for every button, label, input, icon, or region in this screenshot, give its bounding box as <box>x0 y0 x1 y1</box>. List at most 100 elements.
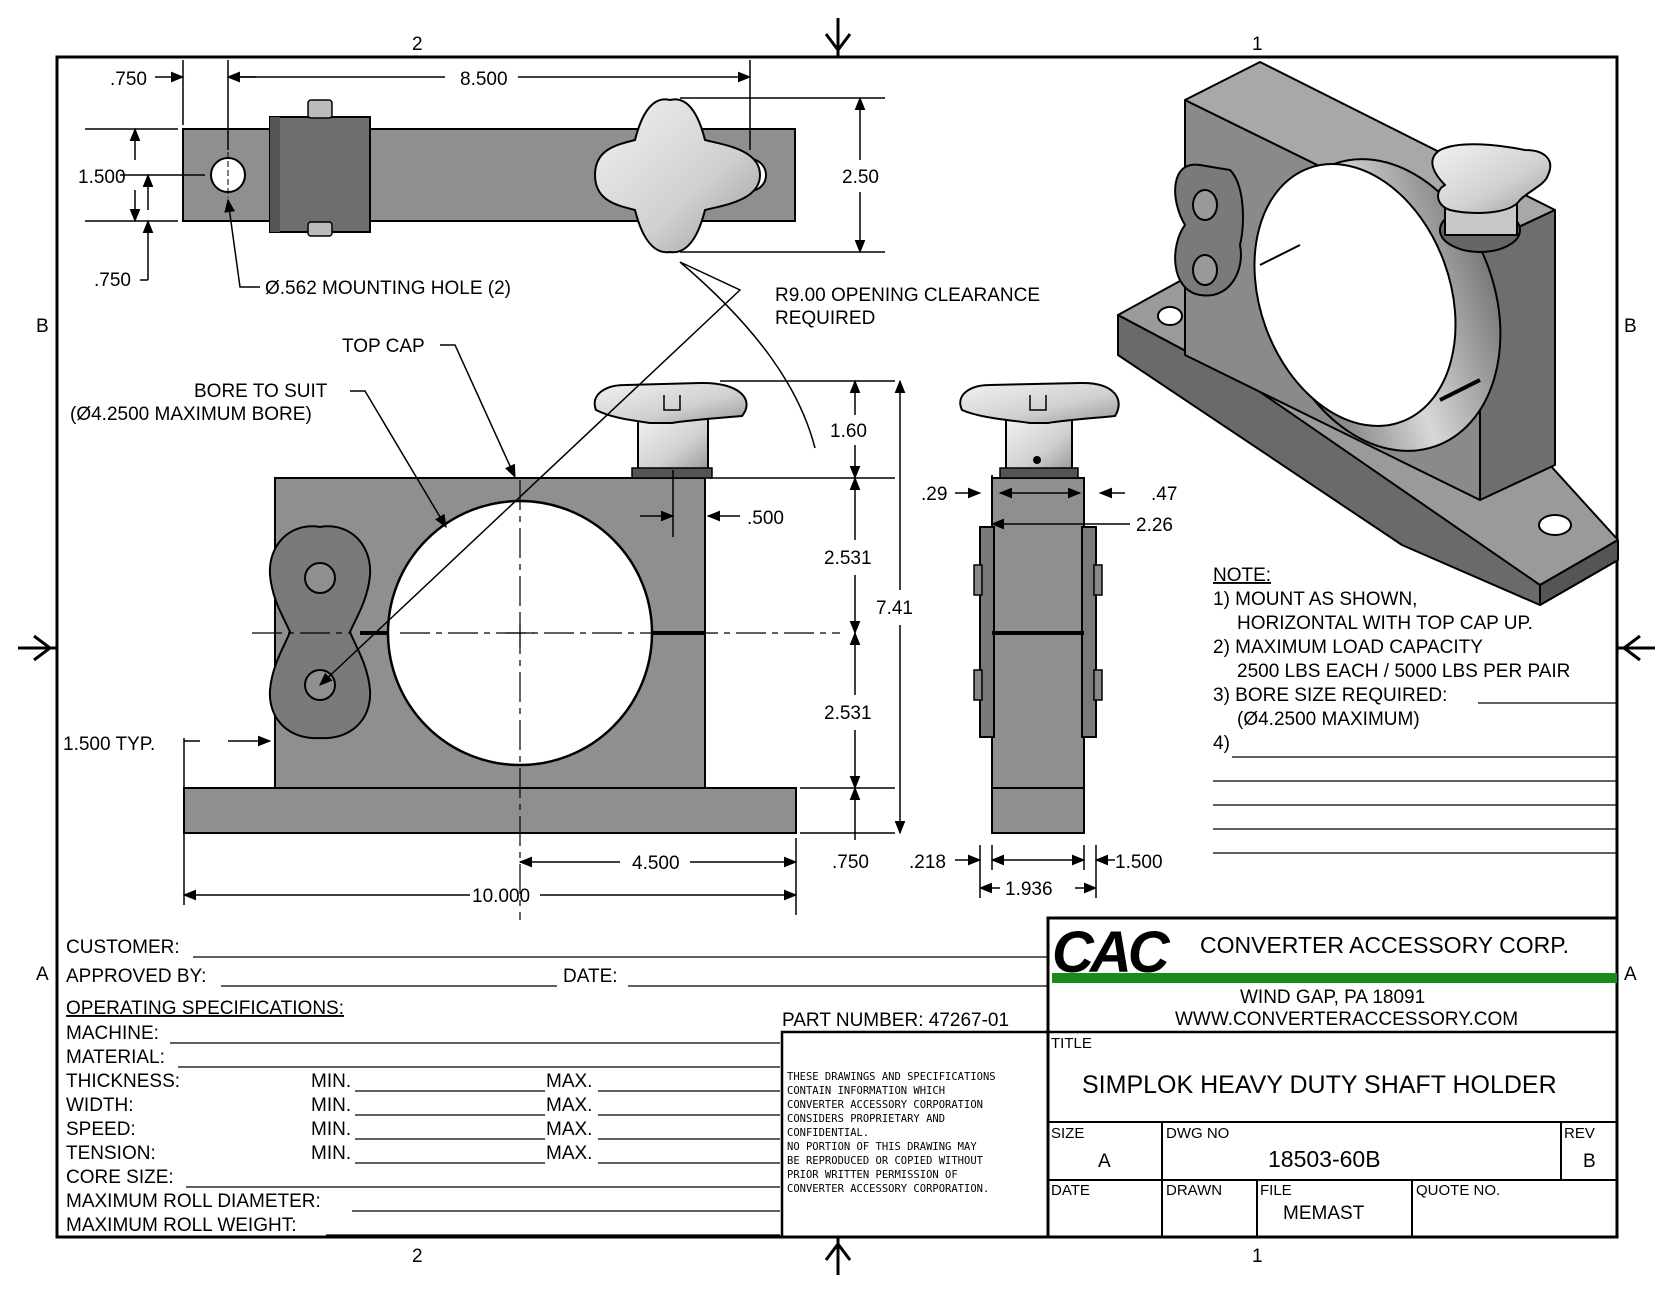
title-label: TITLE <box>1051 1035 1092 1052</box>
centering-mark-right <box>1617 634 1655 662</box>
form-label: CUSTOMER: <box>66 937 180 958</box>
dim-label: 2.531 <box>824 548 872 569</box>
dim-label: .500 <box>747 508 784 529</box>
company-name: CONVERTER ACCESSORY CORP. <box>1200 932 1569 958</box>
dim-label: 4.500 <box>632 853 680 874</box>
notes-title: NOTE: <box>1213 565 1271 586</box>
centering-mark-top <box>824 18 852 57</box>
zone-label: 1 <box>1252 1246 1263 1267</box>
dim-label: .47 <box>1151 484 1177 505</box>
size-value: A <box>1098 1151 1111 1172</box>
form-label: MAXIMUM ROLL WEIGHT: <box>66 1215 296 1236</box>
knob-front-icon <box>593 381 748 424</box>
zone-label: 1 <box>1252 34 1263 55</box>
rev-label: REV <box>1564 1125 1595 1142</box>
confidential-text: THESE DRAWINGS AND SPECIFICATIONS CONTAI… <box>787 1071 996 1195</box>
form-label: APPROVED BY: <box>66 966 206 987</box>
form-label: MAX. <box>546 1119 592 1140</box>
form-label: MIN. <box>311 1143 351 1164</box>
opening-clearance-callout: REQUIRED <box>775 308 875 329</box>
company-address: WIND GAP, PA 18091 <box>1240 987 1425 1008</box>
zone-label: A <box>36 964 49 985</box>
form-label: SPEED: <box>66 1119 136 1140</box>
dim-label: 1.500 <box>78 167 126 188</box>
drawn-label: DRAWN <box>1166 1182 1222 1199</box>
knob-iso-icon <box>1431 143 1552 214</box>
svg-text:BE REPRODUCED OR COPIED WITHOU: BE REPRODUCED OR COPIED WITHOUT <box>787 1155 984 1167</box>
svg-text:CONSIDERS PROPRIETARY AND: CONSIDERS PROPRIETARY AND <box>787 1113 945 1125</box>
zone-label: B <box>1624 316 1637 337</box>
dim-label: 10.000 <box>472 886 530 907</box>
centering-mark-left <box>18 634 57 662</box>
customer-form: CUSTOMER: APPROVED BY: DATE: OPERATING S… <box>66 937 1048 1236</box>
zone-label: A <box>1624 964 1637 985</box>
dim-label: 2.26 <box>1136 515 1173 536</box>
svg-text:CONVERTER ACCESSORY CORPORATIO: CONVERTER ACCESSORY CORPORATION <box>787 1099 983 1111</box>
dwg-no-label: DWG NO <box>1166 1125 1229 1142</box>
date-label: DATE <box>1051 1182 1090 1199</box>
dim-label: 1.500 TYP. <box>63 734 155 755</box>
form-label: MAXIMUM ROLL DIAMETER: <box>66 1191 321 1212</box>
svg-text:THESE DRAWINGS AND SPECIFICATI: THESE DRAWINGS AND SPECIFICATIONS <box>787 1071 996 1083</box>
form-label: MAX. <box>546 1071 592 1092</box>
knob-side-icon <box>959 381 1120 424</box>
top-view-dimensions <box>85 60 885 288</box>
form-label: MATERIAL: <box>66 1047 165 1068</box>
form-label: OPERATING SPECIFICATIONS: <box>66 998 344 1019</box>
note-line: 1) MOUNT AS SHOWN, <box>1213 589 1417 610</box>
title-block <box>1046 916 1619 1239</box>
form-label: MIN. <box>311 1119 351 1140</box>
zone-label: 2 <box>412 34 423 55</box>
file-value: MEMAST <box>1283 1203 1365 1224</box>
dim-label: 2.531 <box>824 703 872 724</box>
dim-label: 8.500 <box>460 69 508 90</box>
svg-text:CONFIDENTIAL.: CONFIDENTIAL. <box>787 1127 869 1139</box>
form-label: MAX. <box>546 1095 592 1116</box>
svg-text:NO PORTION OF THIS DRAWING MAY: NO PORTION OF THIS DRAWING MAY <box>787 1141 977 1153</box>
note-line: HORIZONTAL WITH TOP CAP UP. <box>1237 613 1533 634</box>
form-label: MACHINE: <box>66 1023 159 1044</box>
part-number: PART NUMBER: 47267-01 <box>782 1010 1009 1031</box>
note-line: 4) <box>1213 733 1230 754</box>
form-label: WIDTH: <box>66 1095 134 1116</box>
form-label: TENSION: <box>66 1143 156 1164</box>
zone-label: B <box>36 316 49 337</box>
company-website: WWW.CONVERTERACCESSORY.COM <box>1175 1009 1518 1030</box>
dim-label: 1.500 <box>1115 852 1163 873</box>
note-line: 3) BORE SIZE REQUIRED: <box>1213 685 1447 706</box>
form-label: THICKNESS: <box>66 1071 180 1092</box>
front-view-dimensions <box>182 261 906 915</box>
side-view-dimensions <box>955 475 1130 898</box>
svg-text:PRIOR WRITTEN PERMISSION OF: PRIOR WRITTEN PERMISSION OF <box>787 1169 958 1181</box>
dim-label: .750 <box>110 69 147 90</box>
form-label: DATE: <box>563 966 618 987</box>
mount-hole-callout: Ø.562 MOUNTING HOLE (2) <box>265 278 511 299</box>
company-logo: CAC <box>1052 920 1617 985</box>
top-view <box>182 98 796 254</box>
dim-label: .750 <box>94 270 131 291</box>
file-label: FILE <box>1260 1182 1292 1199</box>
centering-mark-bottom <box>824 1237 852 1275</box>
note-line: 2) MAXIMUM LOAD CAPACITY <box>1213 637 1483 658</box>
svg-text:CONTAIN INFORMATION WHICH: CONTAIN INFORMATION WHICH <box>787 1085 945 1097</box>
form-label: MIN. <box>311 1095 351 1116</box>
side-view <box>959 381 1120 834</box>
dim-label: 7.41 <box>876 598 913 619</box>
dim-label: .750 <box>832 852 869 873</box>
form-label: MIN. <box>311 1071 351 1092</box>
zone-label: 2 <box>412 1246 423 1267</box>
svg-text:CONVERTER ACCESSORY CORPORATIO: CONVERTER ACCESSORY CORPORATION. <box>787 1183 989 1195</box>
note-line: (Ø4.2500 MAXIMUM) <box>1237 709 1420 730</box>
rev-value: B <box>1583 1151 1596 1172</box>
isometric-view <box>1117 61 1619 606</box>
dim-label: .218 <box>909 852 946 873</box>
dim-label: .29 <box>921 484 947 505</box>
dwg-no-value: 18503-60B <box>1268 1146 1381 1172</box>
size-label: SIZE <box>1051 1125 1084 1142</box>
bore-callout: (Ø4.2500 MAXIMUM BORE) <box>70 404 312 425</box>
dim-label: 1.60 <box>830 421 867 442</box>
drawing-title: SIMPLOK HEAVY DUTY SHAFT HOLDER <box>1082 1071 1557 1099</box>
dim-label: 1.936 <box>1005 879 1053 900</box>
dim-label: 2.50 <box>842 167 879 188</box>
